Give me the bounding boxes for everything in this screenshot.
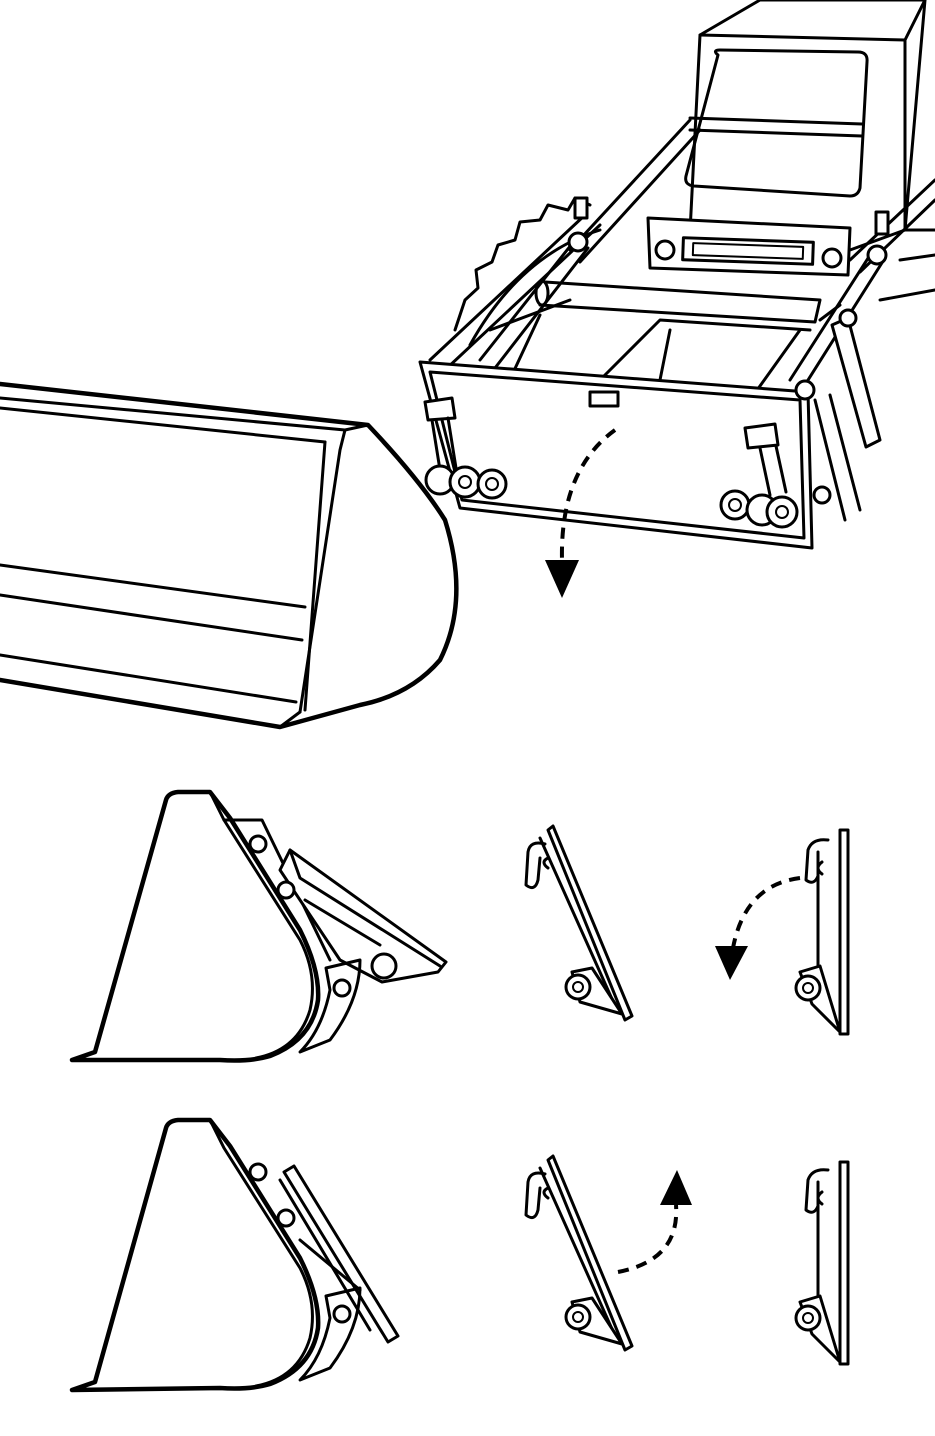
cross-tube (538, 280, 822, 324)
tire-tread (453, 196, 592, 332)
attach-plate-tilted-2 (524, 1154, 634, 1352)
attach-plate-tilted-1 (524, 824, 634, 1022)
cab-window (684, 48, 869, 198)
quick-attach-plate (418, 360, 816, 550)
arrow-down (545, 428, 617, 598)
arrow-curve-up (617, 1170, 692, 1274)
loader-bucket (0, 381, 459, 730)
skid-steer-loader (428, 0, 935, 522)
plate-slot (588, 390, 620, 408)
loader-console (646, 216, 852, 277)
arrow-curve-left (715, 876, 801, 980)
attach-plate-upright-2 (794, 1160, 850, 1366)
attach-plate-upright-1 (794, 828, 850, 1036)
bucket-side-view-1 (69, 789, 448, 1063)
bucket-side-view-2 (69, 1117, 400, 1393)
